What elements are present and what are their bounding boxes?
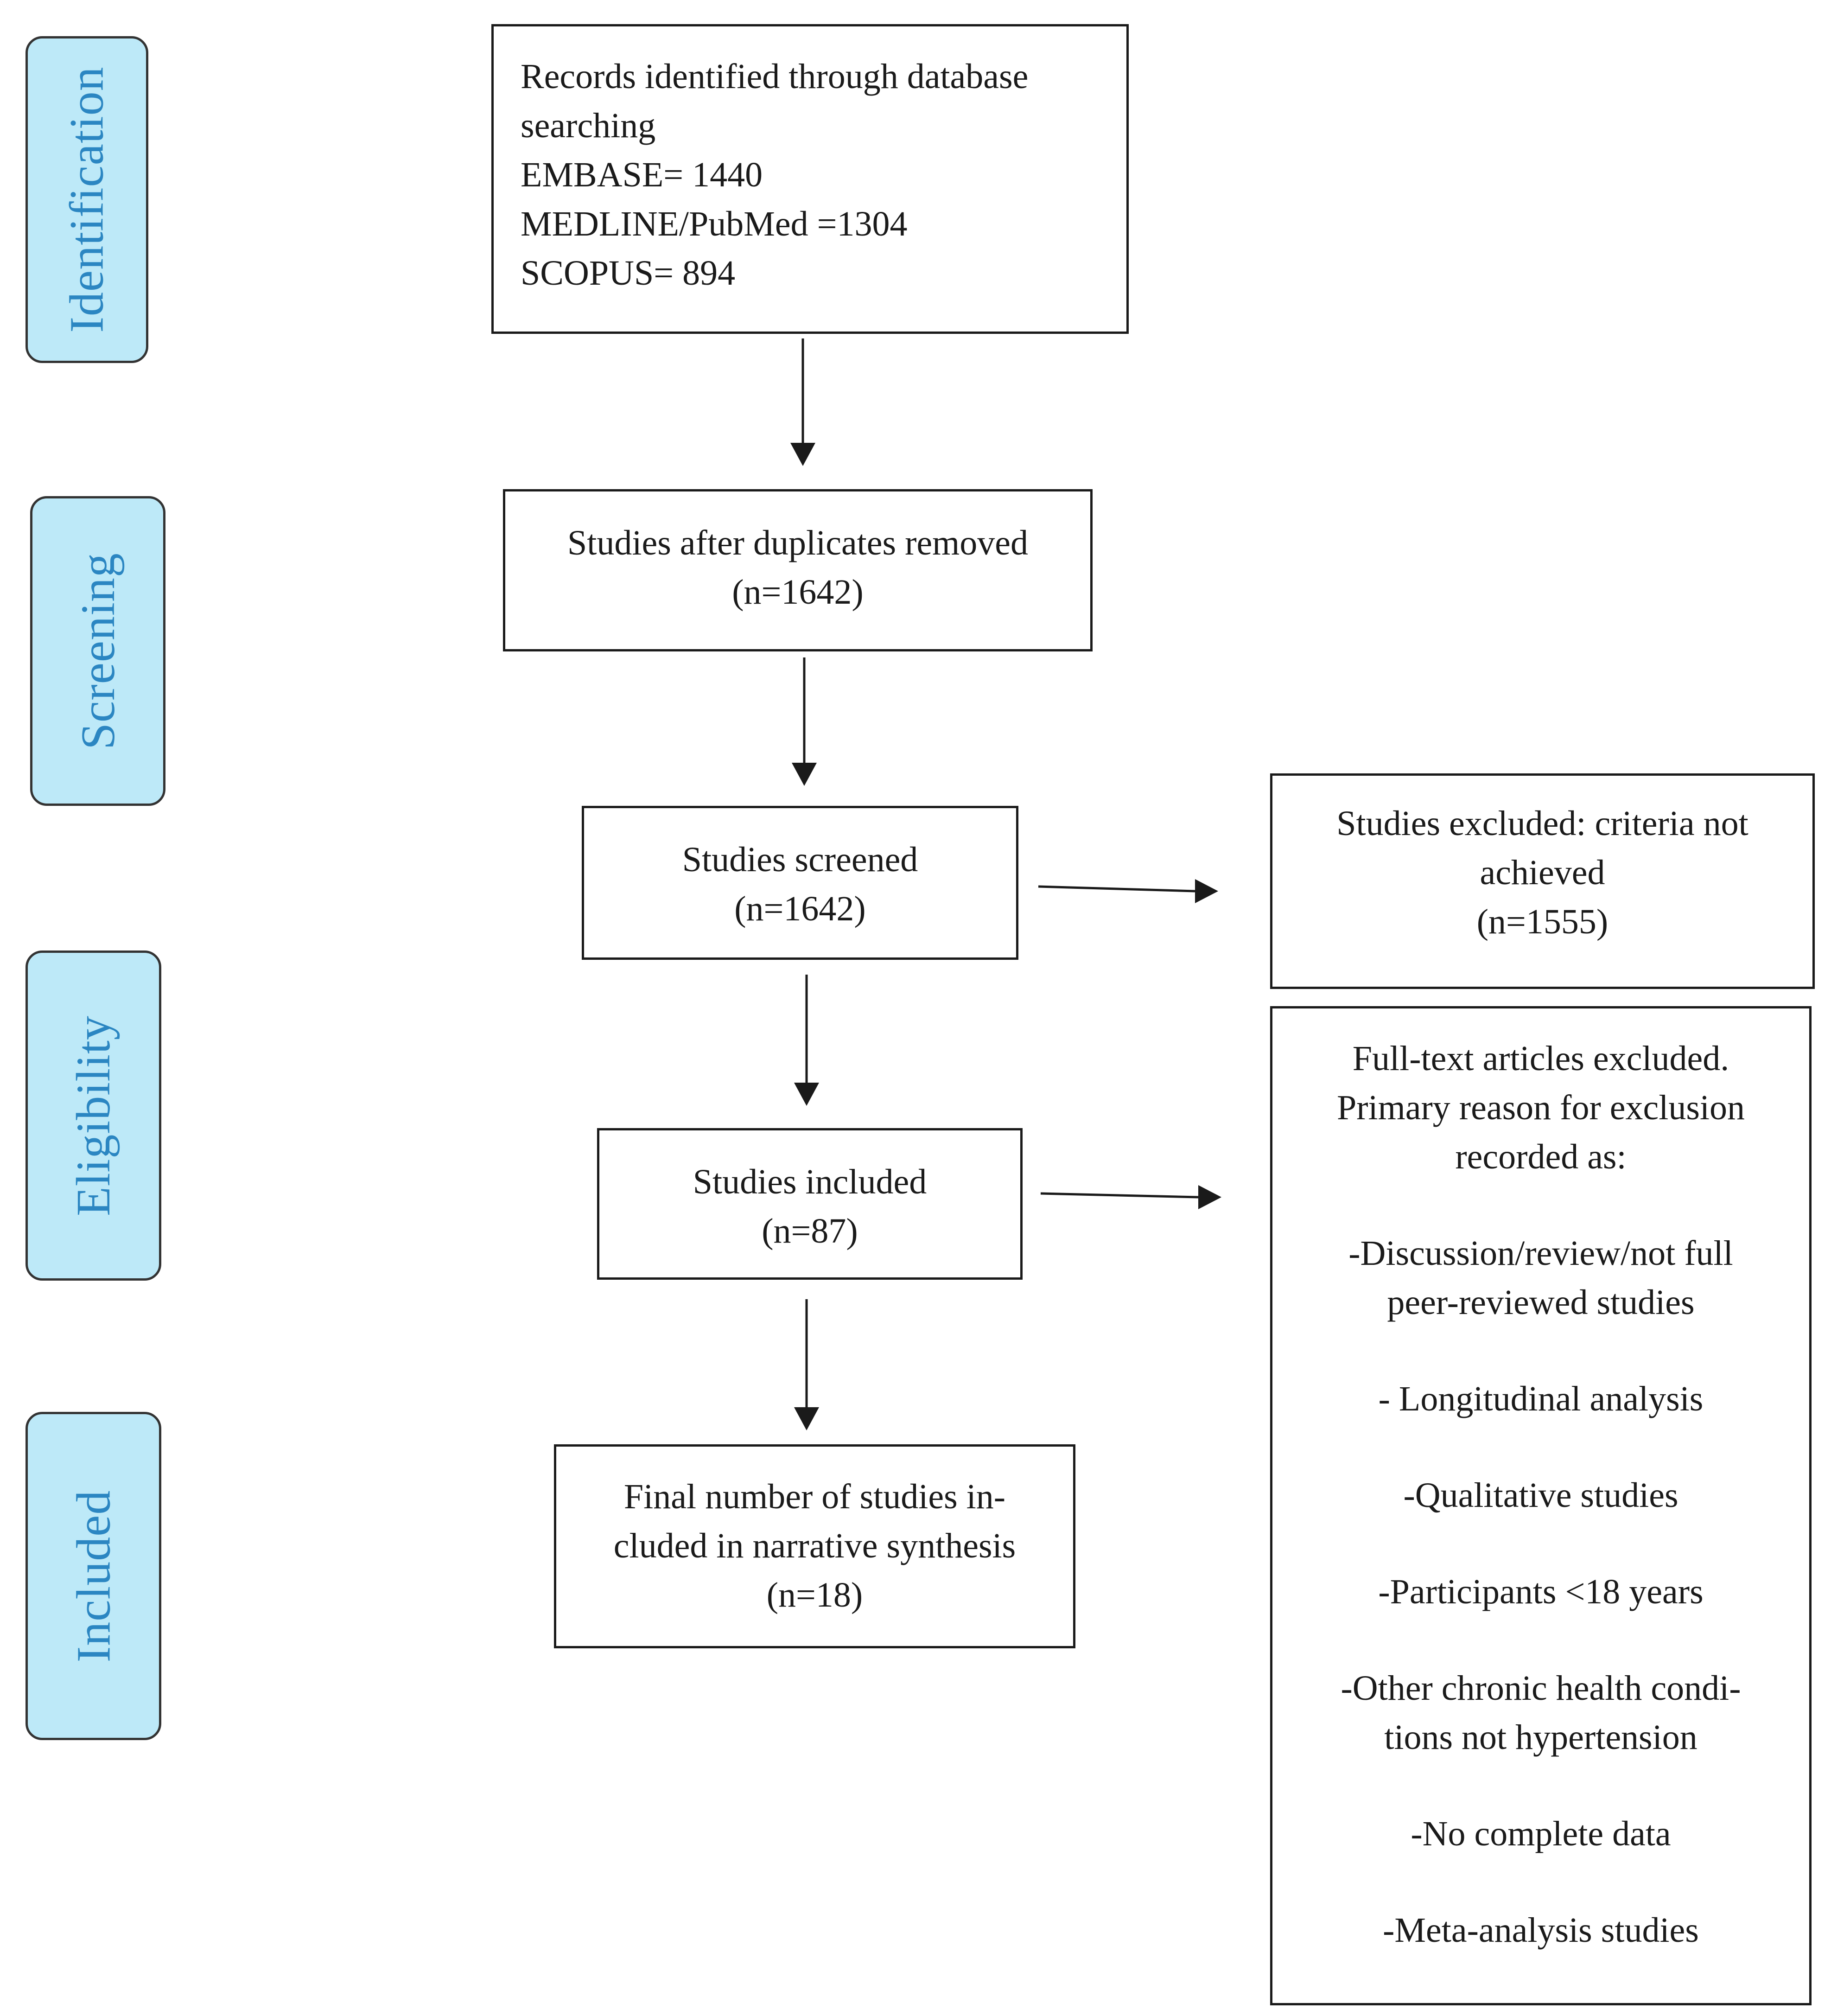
arrow-screened-to-excluded bbox=[1038, 885, 1195, 893]
final-count: (n=18) bbox=[766, 1576, 863, 1614]
studies-excluded-box: Studies excluded: criteria not achieved … bbox=[1270, 773, 1815, 989]
screened-count: (n=1642) bbox=[734, 889, 866, 928]
excluded-label-line: Studies excluded: criteria not bbox=[1336, 804, 1748, 843]
stage-eligibility: Eligibility bbox=[25, 951, 161, 1281]
records-line: Records identified through database bbox=[521, 57, 1029, 96]
records-identified-box: Records identified through database sear… bbox=[491, 24, 1129, 334]
fulltext-excluded-box: Full-text articles excluded. Primary rea… bbox=[1270, 1006, 1812, 2005]
records-medline: MEDLINE/PubMed =1304 bbox=[521, 204, 908, 243]
final-label-line: cluded in narrative synthesis bbox=[613, 1526, 1016, 1565]
exclusion-reason: -Qualitative studies bbox=[1403, 1476, 1678, 1515]
exclusion-reason: -Other chronic health condi- bbox=[1341, 1669, 1741, 1708]
duplicates-removed-box: Studies after duplicates removed (n=1642… bbox=[503, 489, 1093, 651]
duplicates-count: (n=1642) bbox=[732, 573, 864, 612]
records-embase: EMBASE= 1440 bbox=[521, 155, 763, 194]
exclusion-reason: tions not hypertension bbox=[1384, 1718, 1697, 1757]
excluded-count: (n=1555) bbox=[1476, 902, 1608, 941]
fulltext-heading: recorded as: bbox=[1455, 1137, 1627, 1176]
duplicates-label: Studies after duplicates removed bbox=[567, 523, 1028, 562]
studies-included-box: Studies included (n=87) bbox=[597, 1128, 1023, 1280]
fulltext-heading: Primary reason for exclusion bbox=[1336, 1088, 1745, 1127]
records-line: searching bbox=[521, 106, 656, 145]
final-label-line: Final number of studies in- bbox=[623, 1477, 1006, 1516]
exclusion-reason: -Meta-analysis studies bbox=[1383, 1911, 1699, 1950]
final-studies-box: Final number of studies in- cluded in na… bbox=[554, 1444, 1075, 1648]
screened-label: Studies screened bbox=[682, 840, 918, 879]
included-label: Studies included bbox=[693, 1162, 927, 1201]
studies-screened-box: Studies screened (n=1642) bbox=[582, 806, 1018, 960]
exclusion-reason: peer-reviewed studies bbox=[1387, 1283, 1695, 1322]
exclusion-reason: -Discussion/review/not full bbox=[1348, 1234, 1733, 1273]
stage-identification: Identification bbox=[25, 36, 148, 363]
records-scopus: SCOPUS= 894 bbox=[521, 254, 736, 293]
stage-included: Included bbox=[25, 1412, 161, 1740]
exclusion-reason: -No complete data bbox=[1411, 1814, 1671, 1853]
exclusion-reason: -Participants <18 years bbox=[1378, 1572, 1704, 1611]
arrow-included-to-fulltext bbox=[1040, 1192, 1199, 1199]
excluded-label-line: achieved bbox=[1480, 853, 1605, 892]
exclusion-reason: - Longitudinal analysis bbox=[1378, 1379, 1704, 1418]
stage-screening: Screening bbox=[30, 496, 165, 806]
fulltext-heading: Full-text articles excluded. bbox=[1352, 1039, 1729, 1078]
included-count: (n=87) bbox=[762, 1212, 858, 1250]
